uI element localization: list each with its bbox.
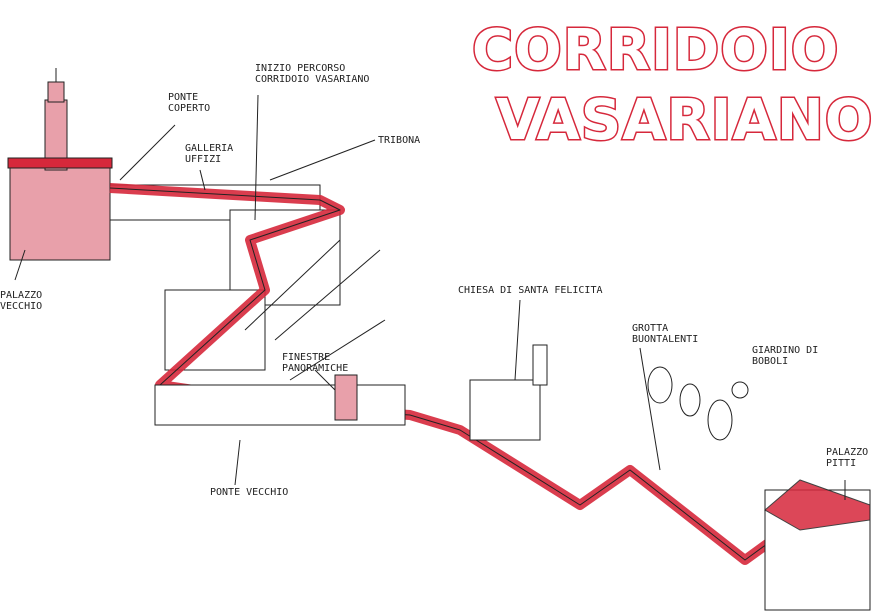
ponte-vecchio-bridge xyxy=(154,374,406,426)
label-ponte-vecchio: PONTE VECCHIO xyxy=(210,487,289,498)
map-title-line1: CORRIDOIO xyxy=(470,17,840,85)
santa-felicita-church xyxy=(469,344,548,441)
label-tribuna: TRIBONA xyxy=(378,135,421,146)
palazzo-vecchio-building xyxy=(7,68,113,261)
palazzo-pitti-building xyxy=(764,479,871,611)
corridor-route xyxy=(109,183,803,565)
boboli-garden xyxy=(647,366,749,441)
label-chiesa-santa-felicita: CHIESA DI SANTA FELICITA xyxy=(458,285,603,296)
map-title-line2: VASARIANO xyxy=(494,87,874,155)
river-arno xyxy=(244,239,386,381)
leader-lines xyxy=(14,94,846,500)
uffizi-buildings xyxy=(109,184,341,371)
